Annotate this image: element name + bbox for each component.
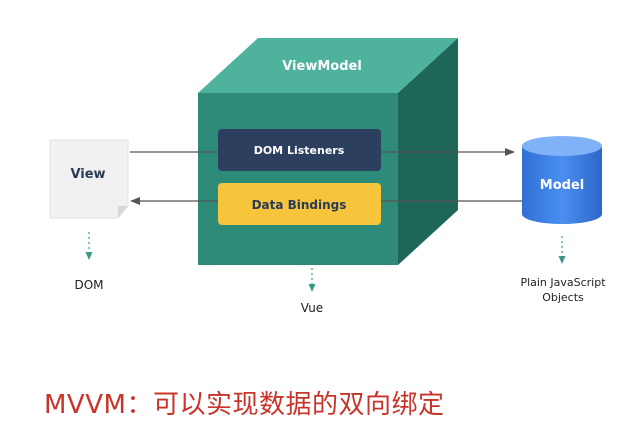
view-node: View (49, 139, 129, 219)
cube-top-face (198, 38, 458, 93)
dom-label: DOM (74, 278, 103, 292)
model-cylinder-icon (522, 146, 602, 224)
data-bindings-box: Data Bindings (218, 183, 381, 225)
plain-js-label-line2: Objects (542, 291, 584, 304)
data-bindings-rect (218, 183, 381, 225)
mvvm-caption: MVVM：可以实现数据的双向绑定 (44, 390, 445, 420)
dom-listeners-label: DOM Listeners (254, 144, 345, 157)
dom-listeners-rect (218, 129, 381, 171)
viewmodel-label: ViewModel (282, 59, 362, 74)
plain-js-label-line1: Plain JavaScript (520, 276, 606, 289)
model-label: Model (540, 178, 584, 193)
view-document-fold (118, 206, 128, 218)
cube-front-face (198, 93, 398, 265)
data-bindings-label: Data Bindings (252, 198, 347, 212)
model-node: Model (522, 136, 602, 224)
model-cylinder-top (522, 136, 602, 156)
viewmodel-cube: ViewModel (198, 38, 458, 265)
view-label: View (70, 167, 105, 182)
vue-label: Vue (301, 301, 323, 315)
dom-listeners-box: DOM Listeners (218, 129, 381, 171)
